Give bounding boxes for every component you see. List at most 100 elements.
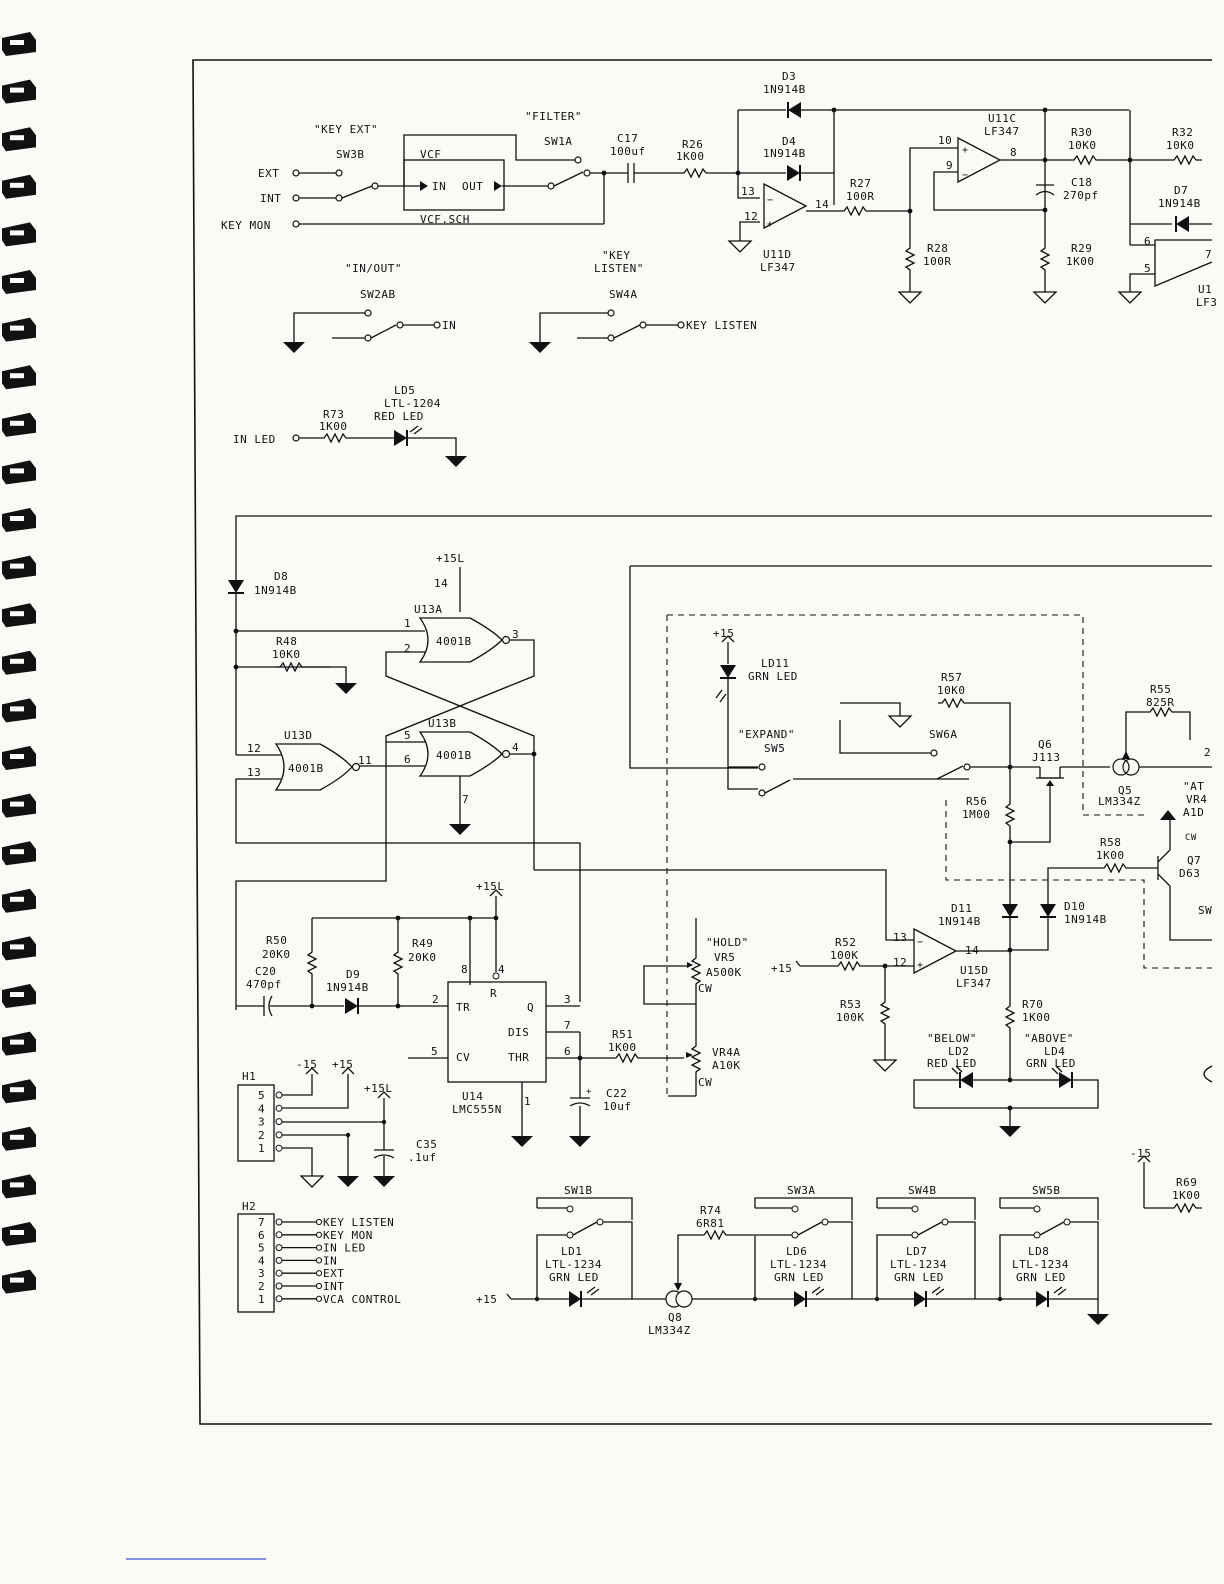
u11c-p8: 8 bbox=[1010, 146, 1017, 159]
u13d-val: 4001B bbox=[288, 762, 324, 775]
r55-ref: R55 bbox=[1150, 683, 1171, 696]
u11d-ref: U11D bbox=[763, 248, 792, 261]
sw2ab-label: SW2AB bbox=[360, 288, 396, 301]
ld5-ref: LD5 bbox=[394, 384, 415, 397]
sw5-label: SW5 bbox=[764, 742, 785, 755]
r52-ref: R52 bbox=[835, 936, 856, 949]
in-out-title: "IN/OUT" bbox=[345, 262, 402, 275]
r29-val: 1K00 bbox=[1066, 255, 1095, 268]
key-listen-title1: "KEY bbox=[602, 249, 631, 262]
ld11-supply: +15 bbox=[713, 627, 734, 640]
r57-val: 10K0 bbox=[937, 684, 966, 697]
c17-val: 100uf bbox=[610, 145, 646, 158]
key-ext-title: "KEY EXT" bbox=[314, 123, 378, 136]
key-mon-label: KEY MON bbox=[221, 219, 271, 232]
r51-val: 1K00 bbox=[608, 1041, 637, 1054]
h1-pin-contact bbox=[275, 1144, 283, 1152]
q8-ref: Q8 bbox=[668, 1311, 682, 1324]
binding-ring bbox=[2, 412, 36, 437]
ld2-val: RED LED bbox=[927, 1057, 977, 1070]
r32-val: 10K0 bbox=[1166, 139, 1195, 152]
r69-val: 1K00 bbox=[1172, 1189, 1201, 1202]
led-ref: LD8 bbox=[1028, 1245, 1049, 1258]
r53-val: 100K bbox=[836, 1011, 865, 1024]
vr4a-ref: VR4A bbox=[712, 1046, 741, 1059]
r73-ref: R73 bbox=[323, 408, 344, 421]
h1-pin-contact bbox=[275, 1104, 283, 1112]
r69-ref: R69 bbox=[1176, 1176, 1197, 1189]
u11c-p9: 9 bbox=[946, 159, 953, 172]
ld4-title: "ABOVE" bbox=[1024, 1032, 1074, 1045]
sw1b-label: SW1B bbox=[564, 1184, 593, 1197]
led-part: LTL-1234 bbox=[1012, 1258, 1069, 1271]
u14-r: R bbox=[490, 987, 497, 1000]
h2-pin-number: 5 bbox=[258, 1242, 265, 1255]
ld11-ref: LD11 bbox=[761, 657, 790, 670]
u11b-val: LF3 bbox=[1196, 296, 1217, 309]
r74-ref: R74 bbox=[700, 1204, 721, 1217]
binding-ring bbox=[2, 317, 36, 342]
h2-signal-label: EXT bbox=[323, 1267, 344, 1280]
led-part: LTL-1234 bbox=[545, 1258, 602, 1271]
u13a-p2: 2 bbox=[404, 642, 411, 655]
r74-val: 6R81 bbox=[696, 1217, 725, 1230]
ld4-ref: LD4 bbox=[1044, 1045, 1065, 1058]
d3-val: 1N914B bbox=[763, 83, 806, 96]
r49-val: 20K0 bbox=[408, 951, 437, 964]
binding-ring bbox=[2, 508, 36, 532]
u13b-ref: U13B bbox=[428, 717, 457, 730]
d10-ref: D10 bbox=[1064, 900, 1085, 913]
u11b-p6: 6 bbox=[1144, 235, 1151, 248]
u11c-p10: 10 bbox=[938, 134, 952, 147]
r58-ref: R58 bbox=[1100, 836, 1121, 849]
d11-val: 1N914B bbox=[938, 915, 981, 928]
binding-ring bbox=[2, 127, 36, 152]
binding-ring bbox=[2, 603, 36, 628]
d4-val: 1N914B bbox=[763, 147, 806, 160]
h1-pin-contact bbox=[275, 1091, 283, 1099]
r28-ref: R28 bbox=[927, 242, 948, 255]
r27-val: 100R bbox=[846, 190, 875, 203]
u14-thr: THR bbox=[508, 1051, 529, 1064]
h2-pin-number: 4 bbox=[258, 1254, 265, 1267]
q6-val: J113 bbox=[1032, 751, 1061, 764]
clip-d63: D63 bbox=[1179, 867, 1200, 880]
d11-ref: D11 bbox=[951, 902, 972, 915]
led-part: LTL-1234 bbox=[890, 1258, 947, 1271]
vr4a-cw: CW bbox=[698, 1076, 712, 1089]
r70-ref: R70 bbox=[1022, 998, 1043, 1011]
led-part: LTL-1234 bbox=[770, 1258, 827, 1271]
sw4b-label: SW4B bbox=[908, 1184, 937, 1197]
h1-pin-number: 2 bbox=[258, 1129, 265, 1142]
h2-pin-contact bbox=[275, 1295, 283, 1303]
u11c-ref: U11C bbox=[988, 112, 1017, 125]
d7-val: 1N914B bbox=[1158, 197, 1201, 210]
svg-text:−: − bbox=[962, 170, 969, 181]
svg-text:+: + bbox=[962, 145, 969, 156]
sw4a-out: KEY LISTEN bbox=[686, 319, 757, 332]
binding-ring bbox=[2, 936, 36, 961]
svg-text:+: + bbox=[586, 1087, 592, 1097]
binding-ring bbox=[2, 793, 36, 818]
binding-ring bbox=[2, 79, 36, 104]
h1-m15: -15 bbox=[296, 1058, 317, 1071]
u15d-p12: 12 bbox=[893, 956, 907, 969]
u13b-val: 4001B bbox=[436, 749, 472, 762]
u11d-p12: 12 bbox=[744, 210, 758, 223]
u13a-p3: 3 bbox=[512, 628, 519, 641]
r58-val: 1K00 bbox=[1096, 849, 1125, 862]
c20-val: 470pf bbox=[246, 978, 282, 991]
r26-ref: R26 bbox=[682, 138, 703, 151]
r30-val: 10K0 bbox=[1068, 139, 1097, 152]
h2-signal-label: IN LED bbox=[323, 1242, 366, 1255]
binding-ring bbox=[2, 1031, 36, 1056]
c35-ref: C35 bbox=[416, 1138, 437, 1151]
u14-p5: 5 bbox=[431, 1045, 438, 1058]
supply-15l-mid: +15L bbox=[476, 880, 505, 893]
binding-ring bbox=[2, 841, 36, 866]
u13b-p7: 7 bbox=[462, 793, 469, 806]
binding-ring bbox=[2, 365, 36, 390]
q8-val: LM334Z bbox=[648, 1324, 691, 1337]
